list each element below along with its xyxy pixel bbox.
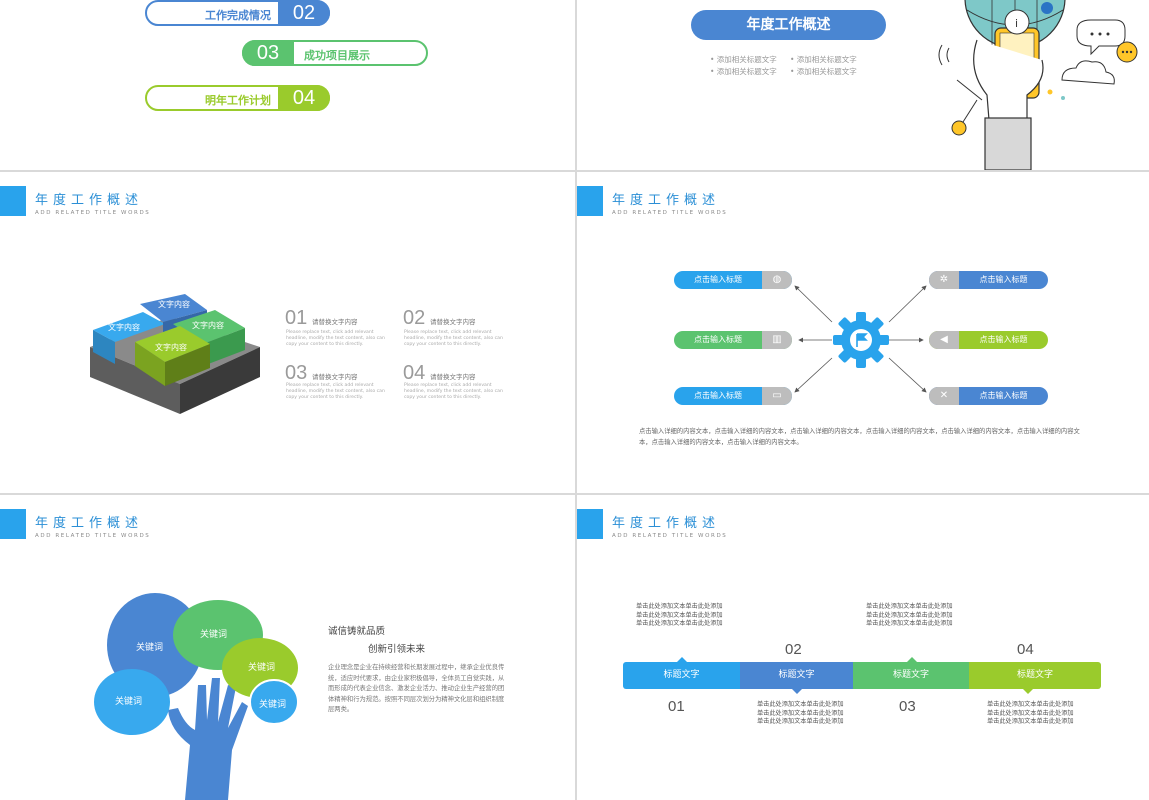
tag-label: 点击输入标题 bbox=[979, 391, 1028, 400]
item-text: Please replace text, click add relevant … bbox=[404, 383, 503, 400]
item-text: Please replace text, click add relevant … bbox=[404, 330, 503, 347]
timeline-text-top: 单击此处添加文本单击此处添加 单击此处添加文本单击此处添加单击此处添加文本单击此… bbox=[866, 603, 953, 627]
header-accent-bar bbox=[0, 509, 26, 539]
slide-toc[interactable]: 工作完成情况 02 03 成功项目展示 明年工作计划 04 bbox=[0, 0, 575, 170]
right-tag-3[interactable]: ✕ 点击输入标题 bbox=[929, 387, 1048, 405]
item-title: 请替换文字内容 bbox=[312, 373, 358, 381]
bullet-text: • 添加相关标题文字 bbox=[710, 67, 777, 76]
toc-item-number: 03 bbox=[242, 40, 294, 66]
settings-icon: ✲ bbox=[929, 271, 959, 289]
left-tag-3[interactable]: 点击输入标题 ▭ bbox=[674, 387, 792, 405]
item-number: 01 bbox=[285, 307, 308, 329]
item-title: 请替换文字内容 bbox=[430, 373, 476, 381]
toc-item-number: 04 bbox=[278, 85, 330, 111]
hand-phone-illustration: i bbox=[938, 0, 1138, 170]
subheading: 创新引领未来 bbox=[368, 644, 426, 655]
timeline-segment-1: 标题文字 bbox=[623, 662, 740, 689]
toc-item-3[interactable]: 03 成功项目展示 bbox=[242, 40, 428, 66]
bullet-text: • 添加相关标题文字 bbox=[790, 55, 857, 64]
cube-label: 文字内容 bbox=[155, 342, 187, 352]
right-tag-1[interactable]: ✲ 点击输入标题 bbox=[929, 271, 1048, 289]
timeline-number: 04 bbox=[1017, 641, 1034, 658]
connector-arrows bbox=[794, 285, 927, 393]
header-accent-bar bbox=[577, 186, 603, 216]
item-text: Please replace text, click add relevant … bbox=[286, 383, 385, 400]
slide-subtitle: ADD RELATED TITLE WORDS bbox=[35, 210, 151, 216]
header-accent-bar bbox=[577, 509, 603, 539]
tag-label: 点击输入标题 bbox=[694, 275, 742, 284]
slide-subtitle: ADD RELATED TITLE WORDS bbox=[612, 210, 728, 216]
gear-icon bbox=[833, 312, 889, 368]
body-paragraph: 企业理念是企业在持续经营和长期发展过程中，继承企业优良传统，适应时代要求，由企业… bbox=[328, 664, 505, 713]
megaphone-icon: ◀ bbox=[929, 331, 959, 349]
header-accent-bar bbox=[0, 186, 26, 216]
cube-label: 文字内容 bbox=[192, 320, 224, 330]
tag-label: 点击输入标题 bbox=[694, 391, 742, 400]
pointer-down bbox=[792, 689, 802, 694]
slide-gear-diagram[interactable]: 年度工作概述 ADD RELATED TITLE WORDS bbox=[577, 172, 1149, 493]
keyword-label: 关键词 bbox=[259, 698, 286, 710]
overview-title-badge: 年度工作概述 bbox=[691, 10, 886, 40]
left-tag-2[interactable]: 点击输入标题 ▥ bbox=[674, 331, 792, 349]
pointer-up bbox=[907, 657, 917, 662]
timeline-number: 02 bbox=[785, 641, 802, 658]
cube-graphic: 文字内容 文字内容 文字内容 文字内容 bbox=[90, 294, 260, 414]
toc-item-label: 成功项目展示 bbox=[304, 49, 370, 62]
slide-timeline[interactable]: 年度工作概述 ADD RELATED TITLE WORDS 单击此处添加文本单… bbox=[577, 495, 1149, 800]
cube-label: 文字内容 bbox=[108, 322, 140, 332]
timeline-text-top: 单击此处添加文本单击此处添加 单击此处添加文本单击此处添加单击此处添加文本单击此… bbox=[636, 603, 723, 627]
timeline-text-bottom: 单击此处添加文本单击此处添加 单击此处添加文本单击此处添加单击此处添加文本单击此… bbox=[987, 701, 1074, 725]
slide-cube-overview[interactable]: 年度工作概述 ADD RELATED TITLE WORDS 文字内容 文字内容… bbox=[0, 172, 575, 493]
map-icon: ▥ bbox=[762, 331, 792, 349]
tag-label: 点击输入标题 bbox=[979, 335, 1028, 344]
right-tag-2[interactable]: ◀ 点击输入标题 bbox=[929, 331, 1048, 349]
left-tag-1[interactable]: 点击输入标题 ◍ bbox=[674, 271, 792, 289]
item-number: 03 bbox=[285, 362, 308, 384]
keyword-label: 关键词 bbox=[115, 695, 142, 707]
keyword-label: 关键词 bbox=[200, 628, 227, 640]
chat-icon: ▭ bbox=[762, 387, 792, 405]
pointer-down bbox=[1023, 689, 1033, 694]
timeline-number: 01 bbox=[668, 698, 685, 715]
slide-subtitle: ADD RELATED TITLE WORDS bbox=[612, 533, 728, 539]
slide-keywords[interactable]: 年度工作概述 ADD RELATED TITLE WORDS 关键词 关键词 关… bbox=[0, 495, 575, 800]
slide-title: 年度工作概述 bbox=[612, 516, 721, 531]
keyword-label: 关键词 bbox=[136, 641, 163, 653]
tools-icon: ✕ bbox=[929, 387, 959, 405]
item-title: 请替换文字内容 bbox=[430, 318, 476, 326]
timeline-number: 03 bbox=[899, 698, 916, 715]
toc-item-4[interactable]: 明年工作计划 04 bbox=[145, 85, 330, 111]
hand-bubbles-graphic: 关键词 关键词 关键词 关键词 关键词 bbox=[94, 593, 299, 800]
timeline-segment-4: 标题文字 bbox=[969, 662, 1101, 689]
slide-title: 年度工作概述 bbox=[35, 516, 144, 531]
slide-title: 年度工作概述 bbox=[35, 193, 144, 208]
slide-subtitle: ADD RELATED TITLE WORDS bbox=[35, 533, 151, 539]
toc-item-label: 明年工作计划 bbox=[205, 94, 271, 107]
keyword-label: 关键词 bbox=[248, 661, 275, 673]
toc-item-number: 02 bbox=[278, 0, 330, 26]
description-paragraph: 点击输入详细的内容文本，点击输入详细的内容文本，点击输入详细的内容文本，点击输入… bbox=[639, 428, 1080, 446]
tag-label: 点击输入标题 bbox=[979, 275, 1028, 284]
timeline-segment-2: 标题文字 bbox=[740, 662, 853, 689]
svg-text:i: i bbox=[1015, 17, 1018, 30]
globe-icon: ◍ bbox=[762, 271, 792, 289]
item-title: 请替换文字内容 bbox=[312, 318, 358, 326]
slide-overview-cover[interactable]: 年度工作概述 • 添加相关标题文字 • 添加相关标题文字 • 添加相关标题文字 … bbox=[577, 0, 1149, 170]
timeline-segment-3: 标题文字 bbox=[853, 662, 969, 689]
item-text: Please replace text, click add relevant … bbox=[286, 330, 385, 347]
bullet-text: • 添加相关标题文字 bbox=[710, 55, 777, 64]
slide-title: 年度工作概述 bbox=[612, 193, 721, 208]
cube-label: 文字内容 bbox=[158, 299, 190, 309]
toc-item-2[interactable]: 工作完成情况 02 bbox=[145, 0, 330, 26]
toc-item-label: 工作完成情况 bbox=[205, 9, 271, 22]
bullet-text: • 添加相关标题文字 bbox=[790, 67, 857, 76]
subheading: 诚信铸就品质 bbox=[328, 626, 386, 637]
timeline-text-bottom: 单击此处添加文本单击此处添加 单击此处添加文本单击此处添加单击此处添加文本单击此… bbox=[757, 701, 844, 725]
item-number: 02 bbox=[403, 307, 426, 329]
tag-label: 点击输入标题 bbox=[694, 335, 742, 344]
item-number: 04 bbox=[403, 362, 426, 384]
pointer-up bbox=[677, 657, 687, 662]
